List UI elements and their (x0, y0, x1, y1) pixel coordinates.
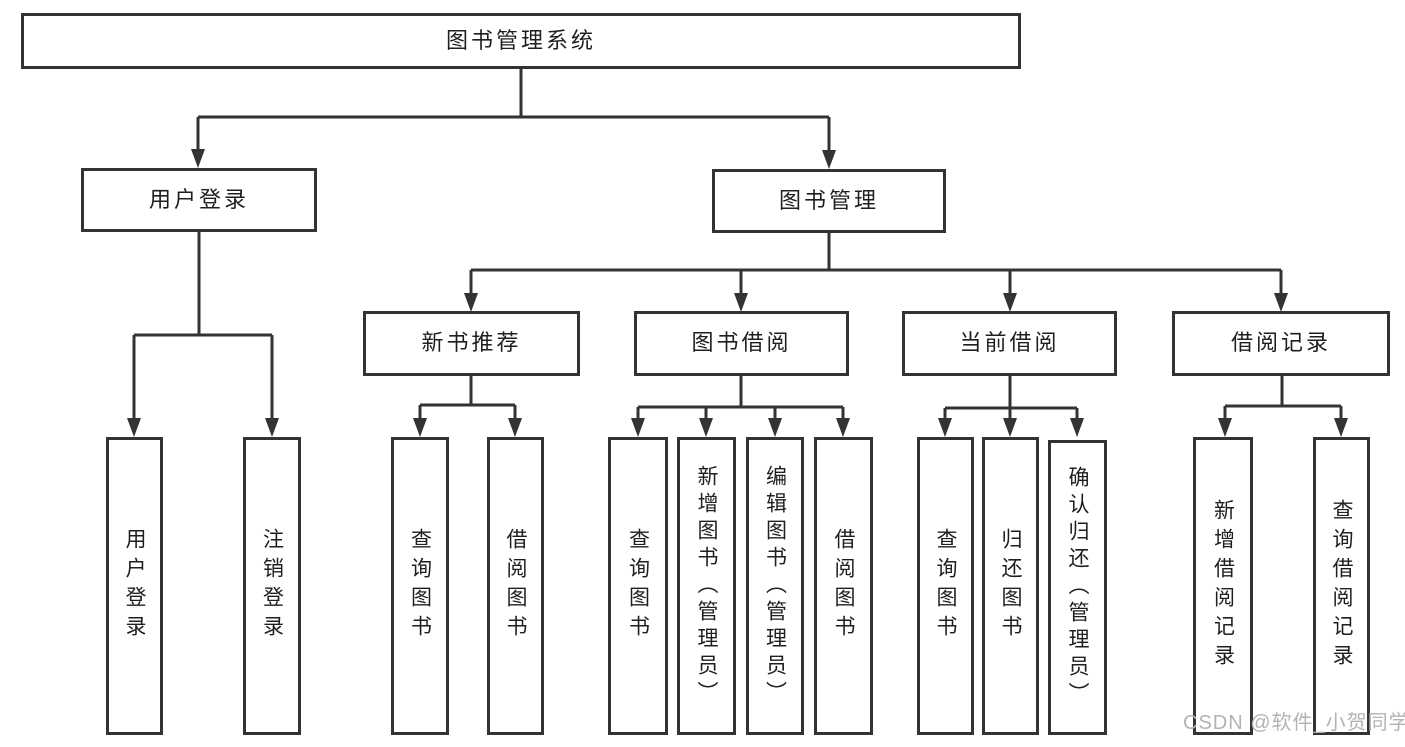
node-new-book-recommend: 新书推荐 (363, 311, 580, 376)
node-book-management-system: 图书管理系统 (21, 13, 1021, 69)
leaf-records-query-record: 查询借阅记录 (1313, 437, 1370, 735)
edge-root-to-level2 (196, 69, 831, 153)
leaf-borrowing-borrow-books: 借阅图书 (814, 437, 873, 735)
arrowheads (127, 149, 1348, 437)
node-user-login: 用户登录 (81, 168, 317, 232)
node-borrowing-records: 借阅记录 (1172, 311, 1390, 376)
edge-login-to-leaves (132, 232, 274, 421)
leaf-current-return-books: 归还图书 (982, 437, 1039, 735)
edge-current-to-leaves (943, 376, 1079, 421)
leaf-borrowing-edit-books-admin: 编辑图书（管理员） (746, 437, 804, 735)
csdn-watermark: CSDN @软件_小贺同学 (1183, 712, 1405, 734)
edge-borrowing-to-leaves (636, 376, 845, 421)
leaf-newbooks-query-books: 查询图书 (391, 437, 449, 735)
leaf-current-query-books: 查询图书 (917, 437, 974, 735)
edge-records-to-leaves (1223, 376, 1343, 421)
leaf-newbooks-borrow-books: 借阅图书 (487, 437, 544, 735)
leaf-current-confirm-return-admin: 确认归还（管理员） (1048, 440, 1107, 735)
leaf-records-add-record: 新增借阅记录 (1193, 437, 1253, 735)
leaf-user-login: 用户登录 (106, 437, 163, 735)
node-current-borrowing: 当前借阅 (902, 311, 1117, 376)
node-book-borrowing: 图书借阅 (634, 311, 849, 376)
leaf-borrowing-add-books-admin: 新增图书（管理员） (677, 437, 736, 735)
leaf-borrowing-query-books: 查询图书 (608, 437, 668, 735)
edge-newbooks-to-leaves (418, 376, 517, 421)
edge-manage-to-level3 (469, 233, 1283, 296)
leaf-logout: 注销登录 (243, 437, 301, 735)
node-book-management: 图书管理 (712, 169, 946, 233)
